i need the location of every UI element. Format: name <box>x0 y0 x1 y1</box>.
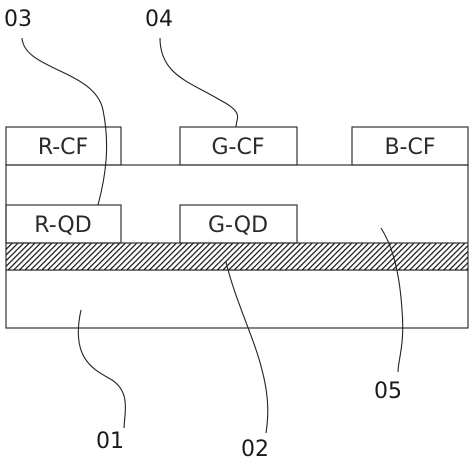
leader-line-05 <box>380 227 404 373</box>
callout-01: 01 <box>96 429 124 454</box>
hatched-layer <box>5 242 469 271</box>
cf-red-block <box>5 126 122 166</box>
qd-green-label: G-QD <box>208 213 268 238</box>
cf-red-label: R-CF <box>38 135 88 160</box>
leader-line-01 <box>77 309 126 429</box>
leader-line-03 <box>21 37 108 206</box>
leader-line-02 <box>225 261 269 434</box>
cf-blue-label: B-CF <box>384 135 435 160</box>
callout-05: 05 <box>374 379 402 404</box>
qd-red-block <box>5 204 122 244</box>
callout-04: 04 <box>145 7 173 32</box>
qd-red-label: R-QD <box>34 213 91 238</box>
callout-02: 02 <box>241 437 269 462</box>
cf-green-label: G-CF <box>211 135 264 160</box>
callout-03: 03 <box>4 7 32 32</box>
qd-green-block <box>179 204 298 244</box>
cf-green-block <box>179 126 298 166</box>
leader-line-04 <box>159 37 239 128</box>
cf-blue-block <box>351 126 469 166</box>
